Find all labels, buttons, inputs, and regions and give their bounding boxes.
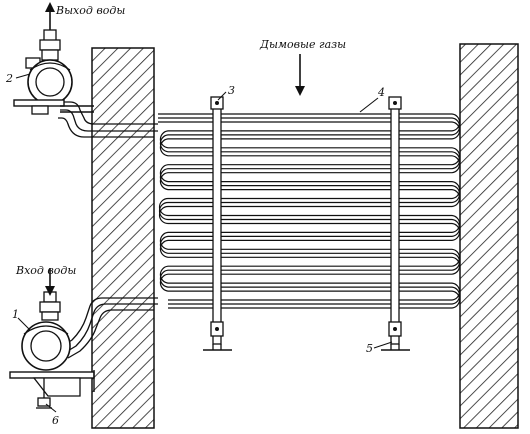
callout-5: 5 (366, 342, 373, 355)
callout-3: 3 (228, 84, 235, 97)
callout-1: 1 (12, 308, 19, 321)
tube-line-1 (158, 113, 461, 301)
callout-2: 2 (5, 72, 13, 85)
water-out-label: Выход воды (55, 4, 125, 17)
callout-6: 6 (52, 414, 59, 427)
water-out-arrow (45, 2, 55, 30)
right-wall (459, 43, 519, 429)
tube-line-3 (158, 121, 461, 309)
water-in-arrow (45, 268, 55, 296)
support-post-left (203, 96, 232, 351)
outlet-connection-pipe (58, 101, 158, 138)
outlet-header (13, 29, 94, 115)
callout-leaders (15, 73, 393, 413)
inlet-header (9, 291, 95, 409)
left-wall (91, 47, 155, 429)
inlet-connection-pipe (63, 297, 158, 359)
tube-coil (158, 113, 461, 309)
callout-4: 4 (377, 86, 385, 99)
tube-line-2 (158, 117, 461, 305)
flue-gas-label: Дымовые газы (259, 38, 346, 51)
water-in-label: Вход воды (15, 264, 76, 277)
flue-gas-arrow (295, 54, 305, 96)
support-post-right (381, 96, 410, 351)
